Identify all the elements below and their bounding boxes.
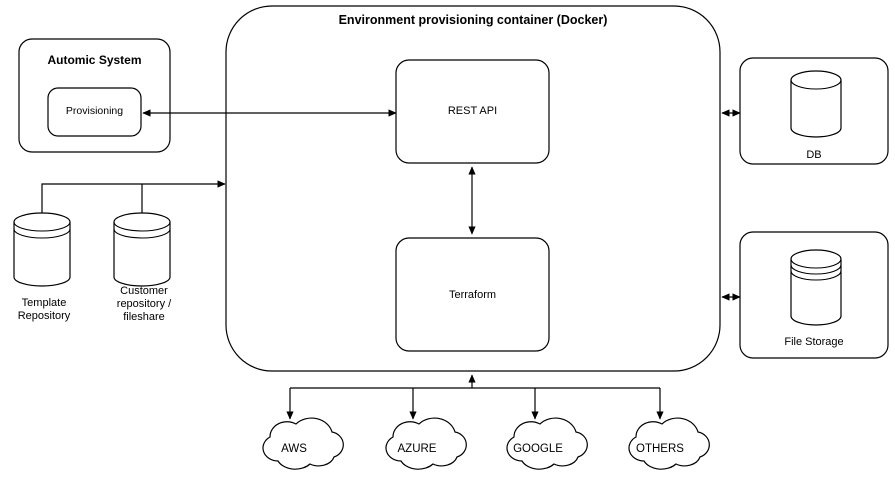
db-label: DB: [806, 149, 822, 161]
file-storage-label: File Storage: [784, 336, 844, 348]
rest-api-label: REST API: [447, 105, 498, 117]
cloud-google-shape: [506, 417, 588, 470]
cloud-aws-shape: [262, 417, 344, 470]
database-cylinder-icon: [790, 70, 842, 138]
terraform-box: [395, 237, 550, 352]
cloud-others-label: OTHERS: [636, 443, 684, 455]
cloud-azure-shape: [385, 417, 467, 470]
customer-repository-label: Customer repository / fileshare: [116, 285, 172, 323]
template-repository-label: Template Repository: [17, 297, 71, 322]
docker-container-box: [225, 5, 721, 372]
customer-repository-cylinder-icon: [113, 212, 171, 287]
automic-system-title: Automic System: [47, 53, 142, 67]
cloud-google-label: GOOGLE: [513, 443, 563, 455]
connector-template-repository-branch: [41, 180, 226, 213]
docker-container-title: Environment provisioning container (Dock…: [338, 13, 608, 27]
cloud-aws-label: AWS: [281, 443, 307, 455]
provisioning-box: [47, 87, 142, 137]
cloud-azure-label: AZURE: [397, 443, 437, 455]
provisioning-label: Provisioning: [65, 105, 124, 117]
template-repository-cylinder-icon: [13, 212, 71, 287]
automic-system-box: [18, 38, 171, 153]
cloud-others-shape: [628, 417, 710, 470]
terraform-label: Terraform: [448, 289, 497, 301]
file-storage-cylinder-icon: [790, 249, 842, 326]
